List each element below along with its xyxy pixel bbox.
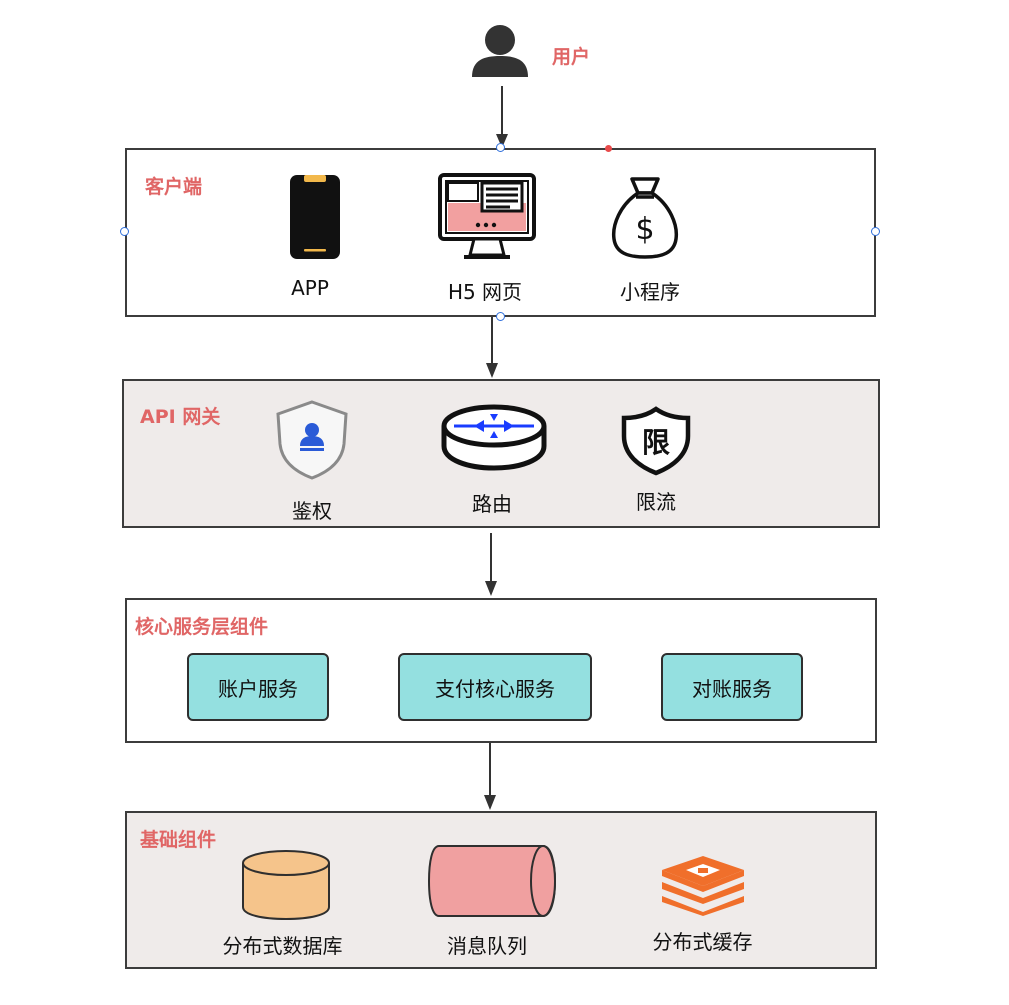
reconciliation-service-box[interactable]: 对账服务	[661, 653, 803, 721]
resize-handle-right[interactable]	[871, 227, 880, 236]
resize-handle-left[interactable]	[120, 227, 129, 236]
infra-item-database-label: 分布式数据库	[222, 934, 343, 958]
router-icon	[440, 404, 548, 472]
database-cylinder-icon	[241, 849, 331, 921]
svg-text:$: $	[635, 212, 654, 247]
gateway-item-routing-label: 路由	[472, 492, 512, 516]
rotate-handle[interactable]	[605, 145, 612, 152]
redis-cache-icon	[658, 856, 748, 916]
client-item-miniprogram-label: 小程序	[620, 280, 680, 304]
user-icon	[470, 20, 530, 78]
client-title: 客户端	[145, 176, 203, 198]
gateway-item-ratelimit-label: 限流	[636, 490, 676, 514]
gateway-title: API 网关	[140, 406, 221, 428]
limit-shield-icon: 限	[620, 406, 692, 476]
payment-core-service-box[interactable]: 支付核心服务	[398, 653, 592, 721]
monitor-icon	[438, 173, 536, 261]
resize-handle-bottom[interactable]	[496, 312, 505, 321]
user-label: 用户	[552, 46, 591, 68]
limit-shield-char: 限	[642, 426, 670, 459]
money-bag-icon: $	[610, 175, 680, 259]
core-title: 核心服务层组件	[135, 616, 269, 638]
gateway-item-auth-label: 鉴权	[292, 499, 332, 523]
arrow-user-to-client	[496, 86, 508, 148]
smartphone-icon	[289, 174, 341, 260]
queue-cylinder-icon	[427, 844, 557, 918]
shield-user-icon	[276, 400, 348, 480]
arrow-core-to-infra	[484, 743, 496, 810]
arrow-gateway-to-core	[485, 533, 497, 596]
client-item-h5-label: H5 网页	[447, 280, 523, 304]
infra-item-cache-label: 分布式缓存	[652, 930, 753, 954]
resize-handle-top[interactable]	[496, 143, 505, 152]
infra-title: 基础组件	[140, 829, 217, 851]
client-item-app-label: APP	[291, 276, 329, 300]
infra-item-queue-label: 消息队列	[447, 934, 527, 958]
account-service-box[interactable]: 账户服务	[187, 653, 329, 721]
arrow-client-to-gateway	[486, 317, 498, 378]
